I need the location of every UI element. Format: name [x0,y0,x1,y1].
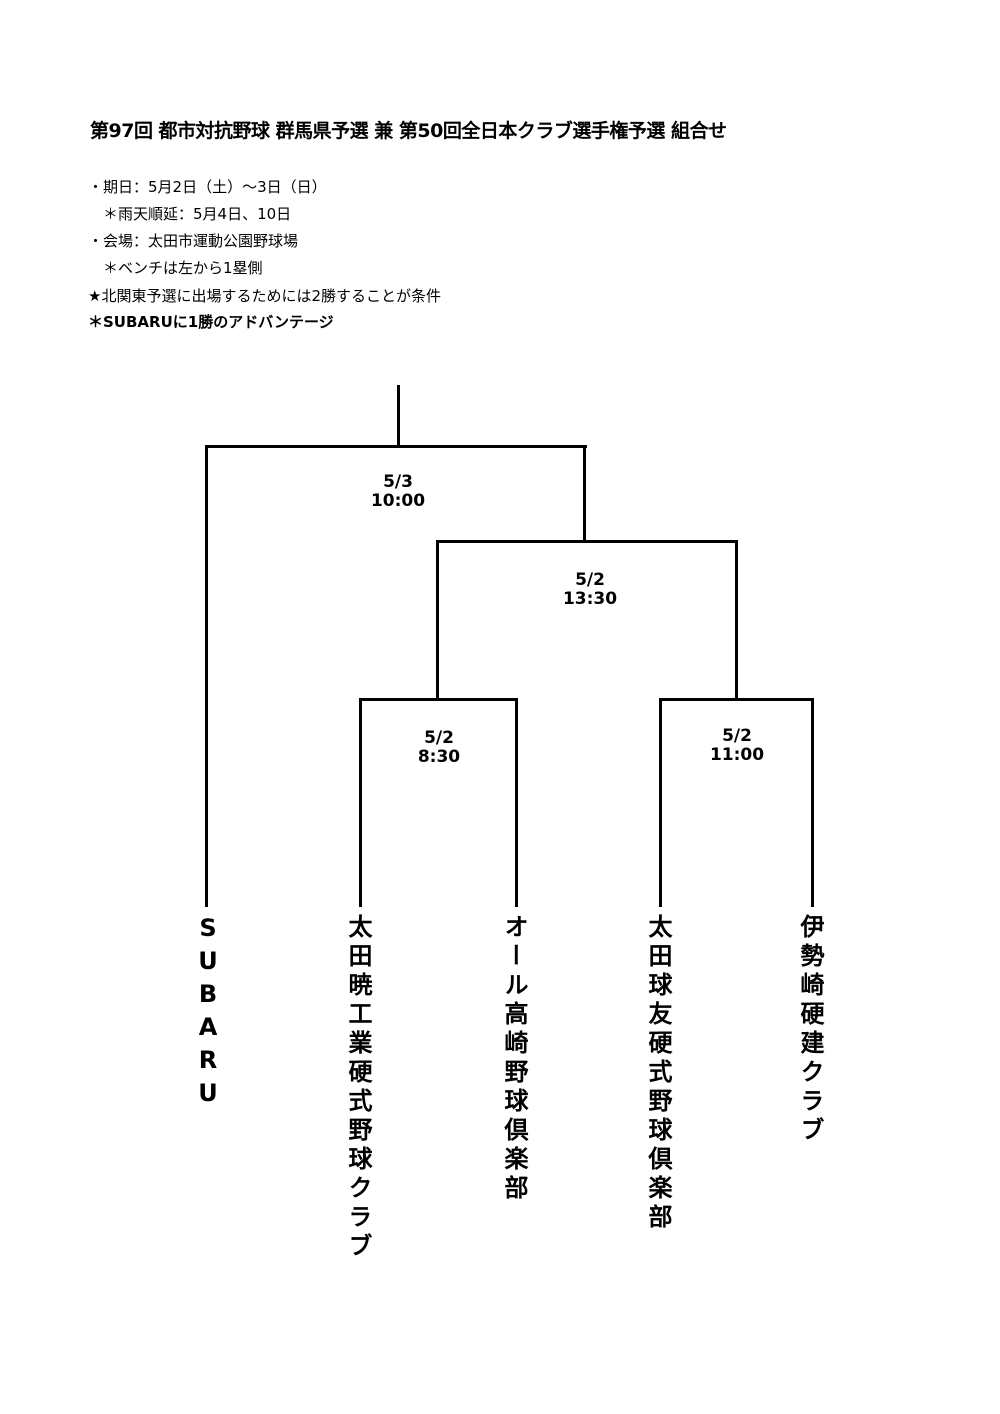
team-ota-akatsuki: 太田暁工業硬式野球クラブ [344,914,372,1262]
bracket-line-first1 [359,698,518,701]
page-title: 第97回 都市対抗野球 群馬県予選 兼 第50回全日本クラブ選手権予選 組合せ [90,120,727,142]
match-final-label: 5/3 10:00 [338,473,458,511]
team-isesaki-kouken: 伊勢崎硬建クラブ [796,914,824,1146]
bracket-line-first2-stem [735,540,738,700]
match-time: 13:30 [562,589,618,609]
team-all-takasaki: オール高崎野球倶楽部 [500,914,528,1204]
team-ota-kyuyu: 太田球友硬式野球倶楽部 [644,914,672,1233]
bracket-line-first1-stem [436,540,439,700]
bracket-line-team5 [811,698,814,907]
match-semi-label: 5/2 13:30 [530,571,650,609]
info-venue: ・会場：太田市運動公園野球場 [88,232,299,250]
match-time: 10:00 [370,491,426,511]
info-rain-date: ＊雨天順延：5月4日、10日 [88,205,292,223]
match-date: 5/2 [722,726,752,746]
match-time: 11:00 [709,745,765,765]
info-date: ・期日：5月2日（土）〜3日（日） [88,178,327,196]
bracket-line-team4 [659,698,662,907]
match-date: 5/2 [575,570,605,590]
bracket-line-subaru [205,445,208,907]
bracket-line-semi [436,540,738,543]
match-time: 8:30 [417,747,461,767]
match-first1-label: 5/2 8:30 [379,729,499,767]
info-advantage: ＊SUBARUに1勝のアドバンテージ [88,313,334,331]
bracket-line-team2 [359,698,362,907]
match-date: 5/2 [424,728,454,748]
match-date: 5/3 [383,472,413,492]
bracket-line-team3 [515,698,518,907]
info-condition: ★北関東予選に出場するためには2勝することが条件 [88,287,441,305]
info-bench: ＊ベンチは左から1塁側 [88,259,263,277]
team-subaru: SUBARU [194,914,222,1112]
bracket-line-champion [397,385,400,447]
bracket-line-semi-stem [583,445,586,542]
bracket-line-first2 [659,698,814,701]
match-first2-label: 5/2 11:00 [677,727,797,765]
bracket-line-final [205,445,587,448]
